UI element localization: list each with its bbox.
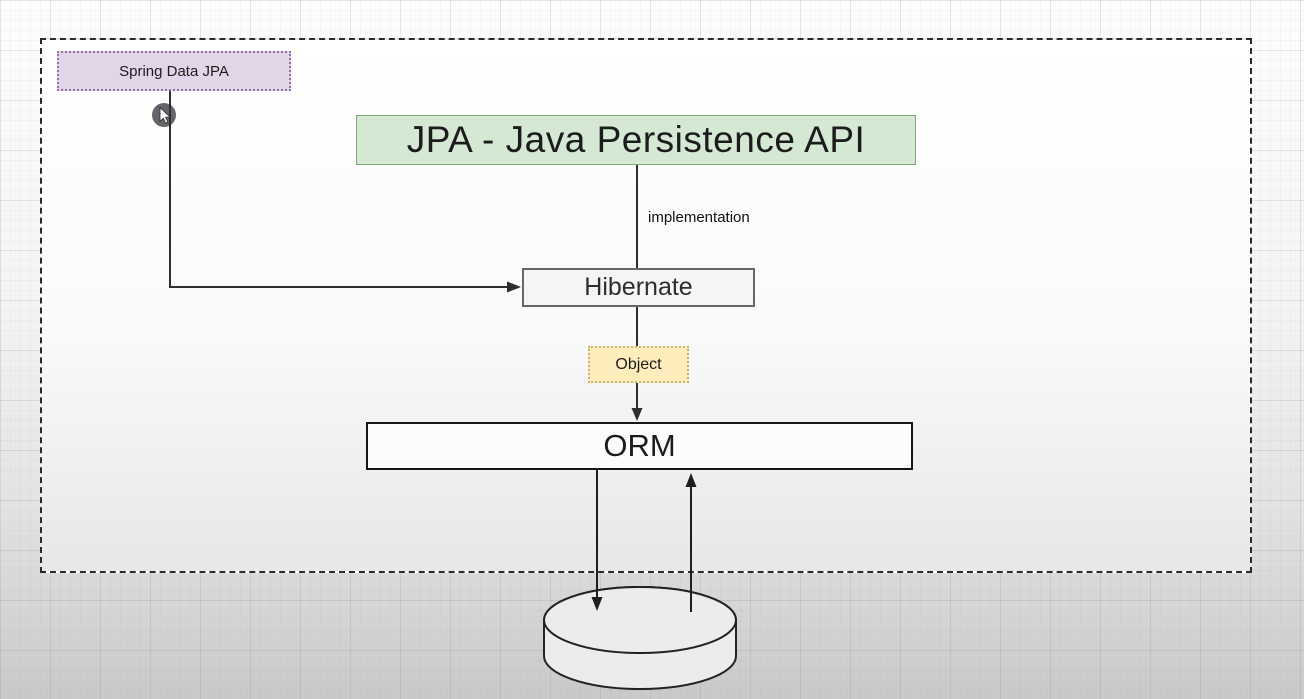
node-jpa[interactable]: JPA - Java Persistence API <box>356 115 916 165</box>
node-jpa-label: JPA - Java Persistence API <box>406 119 866 160</box>
edge-label-implementation: implementation <box>648 209 750 226</box>
database-cylinder[interactable] <box>543 586 737 690</box>
node-orm[interactable]: ORM <box>366 422 913 470</box>
node-hibernate[interactable]: Hibernate <box>522 268 755 307</box>
database-cylinder-body <box>543 586 737 690</box>
database-cylinder-top <box>543 586 737 654</box>
edge-orm-to-database-arrowhead <box>591 597 603 611</box>
node-object-label: Object <box>615 355 662 373</box>
node-object[interactable]: Object <box>588 346 689 383</box>
node-spring-data-jpa[interactable]: Spring Data JPA <box>57 51 291 91</box>
node-spring-data-jpa-label: Spring Data JPA <box>119 62 229 80</box>
node-orm-label: ORM <box>603 428 676 463</box>
node-hibernate-label: Hibernate <box>584 273 693 301</box>
